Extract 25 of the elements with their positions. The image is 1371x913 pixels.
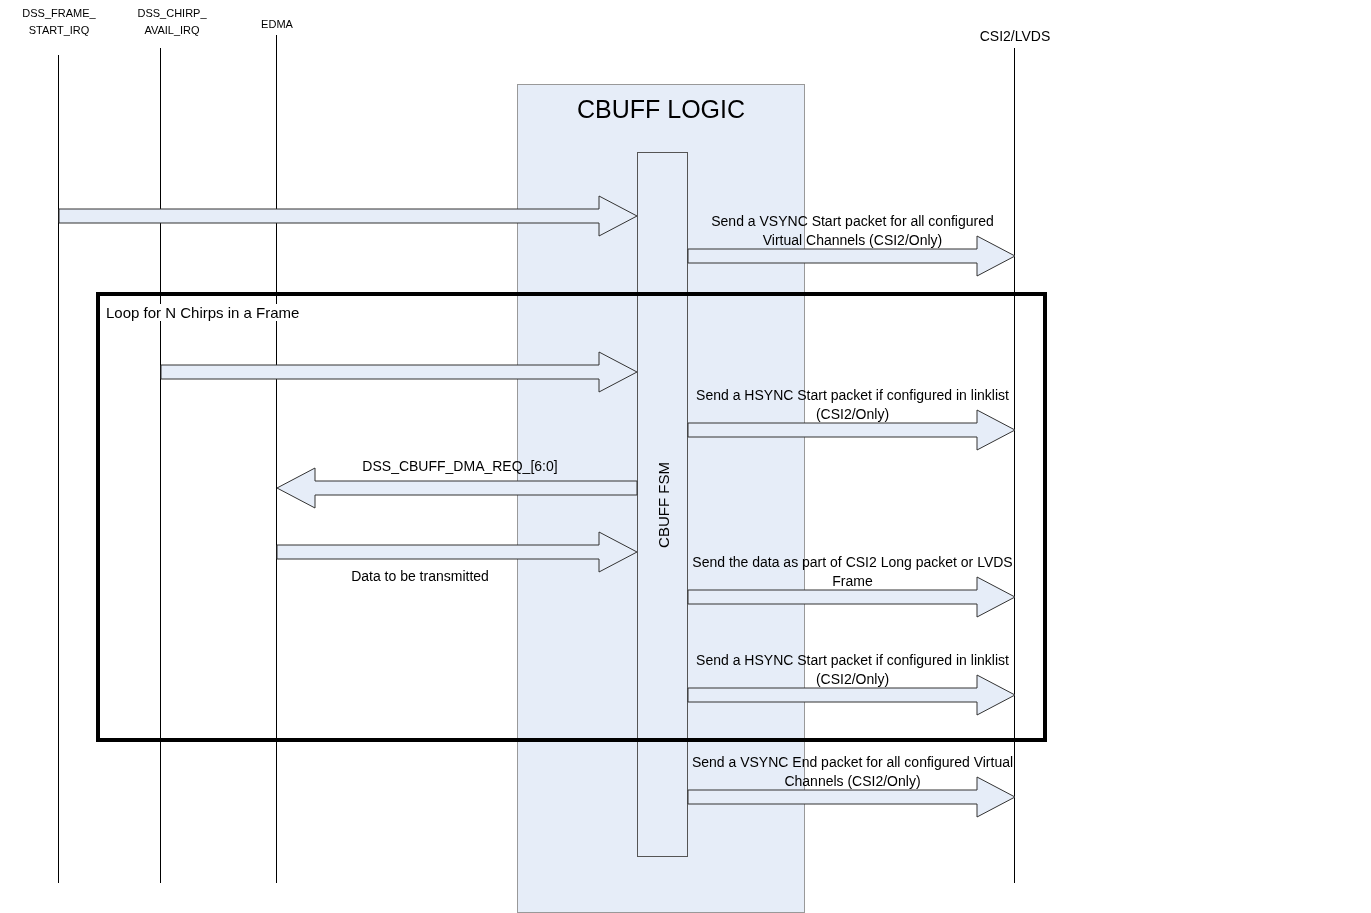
- edge-label: DSS_CBUFF_DMA_REQ_[6:0]: [361, 457, 559, 476]
- edge-label: Send a VSYNC End packet for all configured Virtual Channels (CSI2/Only): [690, 753, 1015, 791]
- edge-label: Send the data as part of CSI2 Long packet or LVDS Frame: [691, 553, 1014, 591]
- state-machine-bar: [637, 152, 688, 857]
- edge-label: Send a HSYNC Start packet if configured in linklist (CSI2/Only): [695, 651, 1010, 689]
- loop-frame: [96, 292, 1047, 742]
- block-arrow: [58, 195, 638, 237]
- block-arrow: [687, 674, 1016, 716]
- block-arrow: [687, 576, 1016, 618]
- edge-label: Send a VSYNC Start packet for all configured Virtual Channels (CSI2/Only): [710, 212, 995, 250]
- block-title: CBUFF LOGIC: [575, 95, 747, 124]
- block-arrow: [160, 351, 638, 393]
- lifeline-header: DSS_CHIRP_ AVAIL_IRQ: [136, 6, 208, 38]
- lifeline-header: CSI2/LVDS: [978, 28, 1052, 45]
- block-arrow: [687, 409, 1016, 451]
- block-arrow: [687, 776, 1016, 818]
- edge-label: Data to be transmitted: [350, 567, 490, 586]
- lifeline-header: EDMA: [260, 17, 294, 32]
- loop-label: Loop for N Chirps in a Frame: [106, 304, 300, 321]
- block-arrow: [276, 467, 638, 509]
- block-arrow: [687, 235, 1016, 277]
- edge-label: Send a HSYNC Start packet if configured in linklist (CSI2/Only): [695, 386, 1010, 424]
- block-arrow: [276, 531, 638, 573]
- bar-label: CBUFF FSM: [654, 461, 671, 548]
- lifeline-header: DSS_FRAME_ START_IRQ: [21, 6, 97, 38]
